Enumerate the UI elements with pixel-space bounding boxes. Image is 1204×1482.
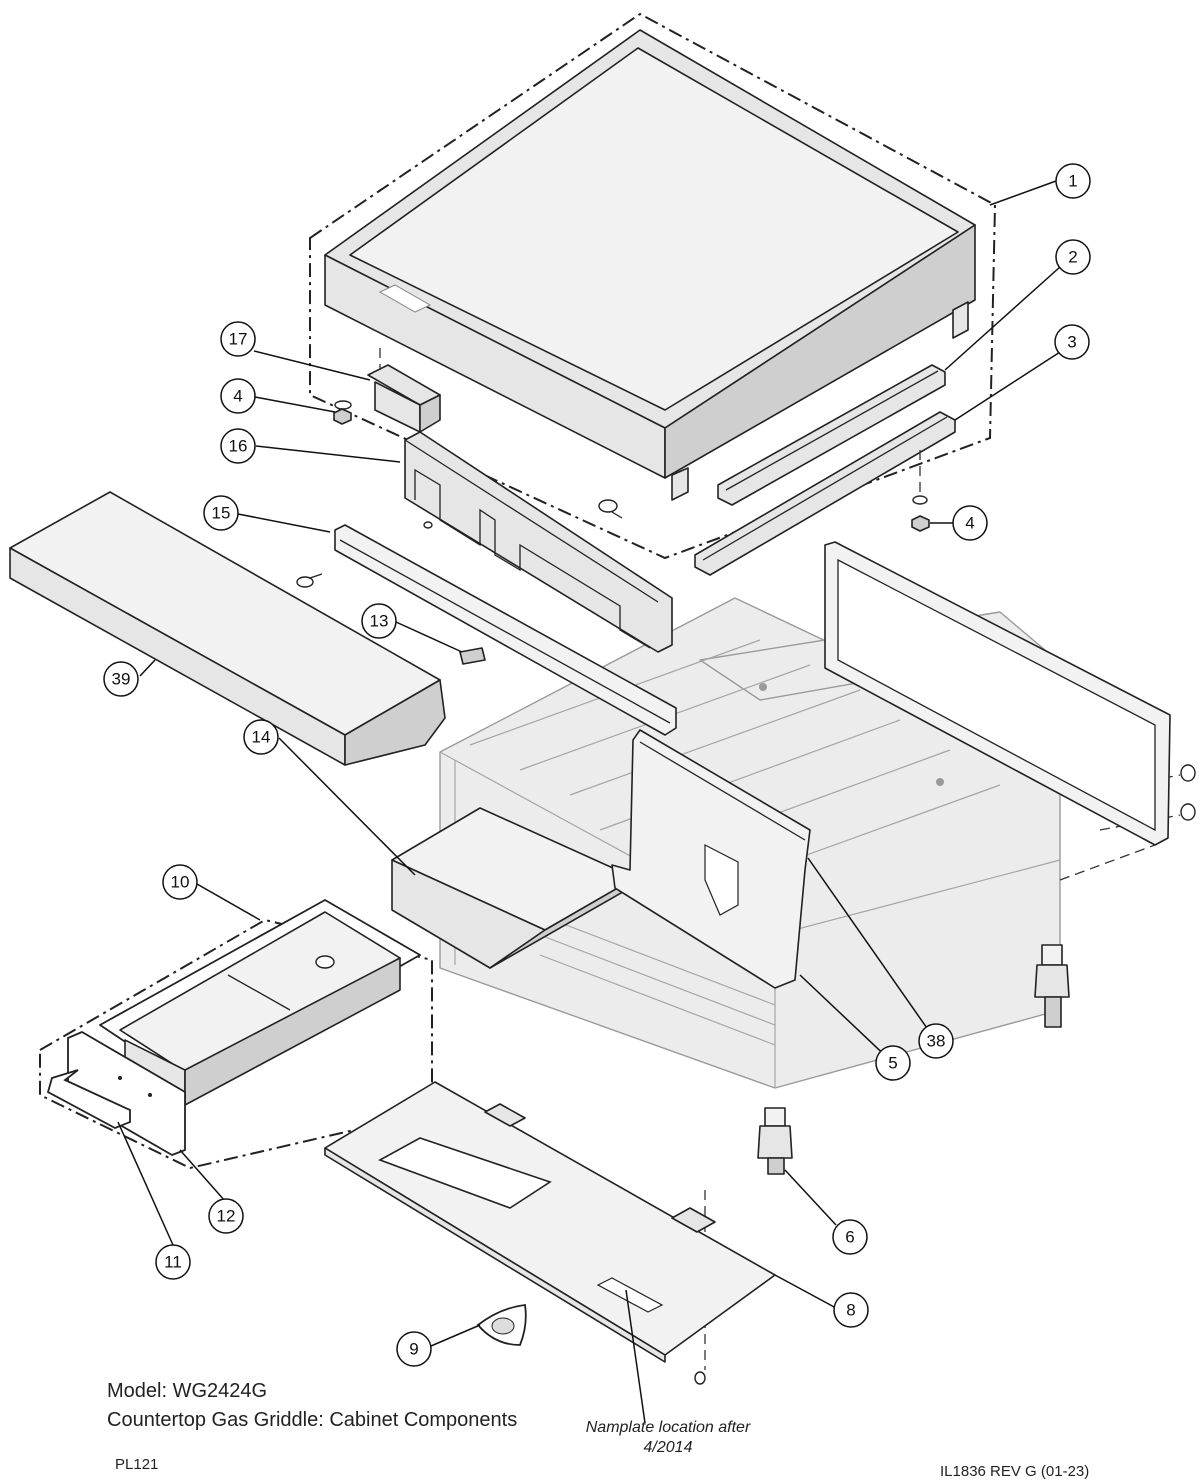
svg-text:4: 4 bbox=[965, 514, 974, 533]
rear-panel bbox=[404, 431, 673, 653]
callout-4-right: 4 bbox=[952, 505, 988, 541]
small-clip bbox=[459, 647, 486, 665]
front-trim-bar bbox=[334, 524, 677, 736]
bottom-panel bbox=[324, 1081, 776, 1363]
callout-12: 12 bbox=[208, 1198, 244, 1234]
front-mount-bracket bbox=[611, 729, 811, 989]
callout-2: 2 bbox=[1055, 239, 1091, 275]
drip-tray bbox=[39, 899, 433, 1170]
front-shelf bbox=[9, 491, 446, 766]
svg-text:15: 15 bbox=[212, 504, 231, 523]
callout-16: 16 bbox=[220, 428, 256, 464]
hex-nut-left bbox=[333, 400, 352, 425]
callout-6: 6 bbox=[832, 1219, 868, 1255]
callout-1: 1 bbox=[1055, 163, 1091, 199]
model-label: Model: WG2424G bbox=[107, 1380, 268, 1402]
svg-text:4: 4 bbox=[233, 387, 242, 406]
svg-text:12: 12 bbox=[217, 1207, 236, 1226]
mounting-bracket bbox=[367, 348, 441, 433]
callout-8: 8 bbox=[833, 1292, 869, 1328]
right-side-panel bbox=[824, 541, 1171, 881]
svg-text:14: 14 bbox=[252, 728, 271, 747]
svg-text:9: 9 bbox=[409, 1340, 418, 1359]
svg-text:13: 13 bbox=[370, 612, 389, 631]
svg-text:16: 16 bbox=[229, 437, 248, 456]
callout-15: 15 bbox=[203, 495, 239, 531]
callout-9: 9 bbox=[396, 1331, 432, 1367]
burner-box bbox=[391, 807, 636, 969]
leg-foot-front bbox=[757, 1107, 793, 1175]
callout-11: 11 bbox=[155, 1244, 191, 1280]
callout-5: 5 bbox=[875, 1045, 911, 1081]
svg-text:39: 39 bbox=[112, 670, 131, 689]
svg-text:8: 8 bbox=[846, 1301, 855, 1320]
svg-text:11: 11 bbox=[164, 1253, 182, 1272]
svg-text:3: 3 bbox=[1067, 333, 1076, 352]
nameplate-location-note: Namplate location after 4/2014 bbox=[585, 1419, 751, 1456]
svg-text:1: 1 bbox=[1068, 172, 1077, 191]
callout-17: 17 bbox=[220, 321, 256, 357]
page-code: PL121 bbox=[115, 1456, 159, 1473]
callout-14: 14 bbox=[243, 719, 279, 755]
svg-text:2: 2 bbox=[1068, 248, 1077, 267]
callout-3: 3 bbox=[1054, 324, 1090, 360]
svg-text:5: 5 bbox=[888, 1054, 897, 1073]
drawing-revision: IL1836 REV G (01-23) bbox=[940, 1463, 1090, 1480]
tray-handle bbox=[46, 1069, 131, 1129]
svg-text:17: 17 bbox=[229, 330, 248, 349]
griddle-top-assembly bbox=[309, 12, 997, 560]
callout-13: 13 bbox=[361, 603, 397, 639]
callout-10: 10 bbox=[162, 864, 198, 900]
svg-text:6: 6 bbox=[845, 1228, 854, 1247]
callout-39: 39 bbox=[103, 661, 139, 697]
side-rail-rear bbox=[694, 411, 956, 576]
hex-nut-right bbox=[911, 450, 930, 532]
callout-38: 38 bbox=[918, 1023, 954, 1059]
knob-insert bbox=[476, 1304, 527, 1346]
diagram-title: Countertop Gas Griddle: Cabinet Componen… bbox=[107, 1409, 518, 1431]
svg-text:38: 38 bbox=[927, 1032, 946, 1051]
callout-leaders bbox=[117, 180, 1061, 1424]
side-rail-front bbox=[717, 364, 946, 506]
callout-4-left: 4 bbox=[220, 378, 256, 414]
leg-foot-rear bbox=[1034, 944, 1070, 1028]
svg-text:10: 10 bbox=[171, 873, 190, 892]
